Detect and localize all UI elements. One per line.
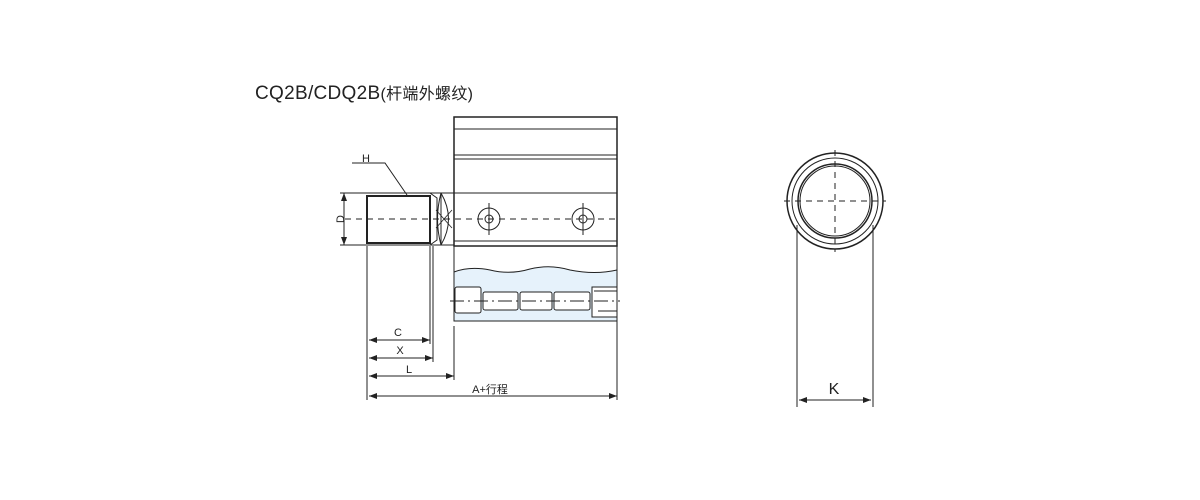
drawing-title: CQ2B/CDQ2B(杆端外螺纹) (255, 80, 473, 105)
label-c: C (394, 327, 402, 339)
label-x: X (396, 345, 404, 357)
label-k: K (829, 381, 840, 398)
cutaway-section (450, 246, 620, 322)
label-a-stroke: A+行程 (472, 383, 508, 396)
cylinder-body (453, 116, 618, 247)
dimension-h-leader (352, 162, 408, 196)
label-h: H (362, 153, 370, 165)
label-l: L (406, 364, 412, 376)
end-view (784, 150, 886, 407)
label-d: D (335, 215, 347, 223)
model-name: CQ2B/CDQ2B (255, 83, 381, 104)
model-note: (杆端外螺纹) (380, 86, 474, 103)
dimension-d (340, 192, 367, 246)
